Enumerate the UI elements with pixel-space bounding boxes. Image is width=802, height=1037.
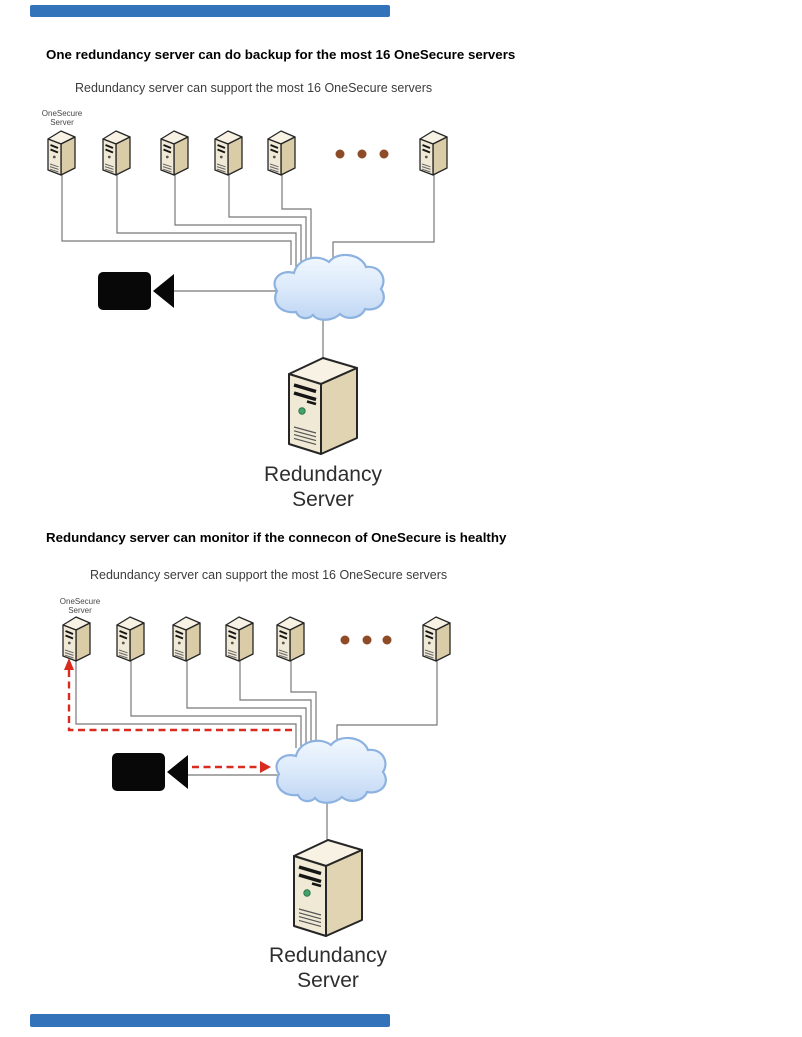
arrowhead-up bbox=[64, 658, 74, 670]
section2-heading: Redundancy server can monitor if the con… bbox=[46, 530, 507, 545]
redundancy-server-icon bbox=[292, 838, 364, 938]
ellipsis-dot bbox=[362, 635, 372, 645]
onesecure-server-icon bbox=[172, 616, 201, 662]
ellipsis-dot bbox=[335, 149, 345, 159]
redundancy-server-icon bbox=[287, 356, 359, 456]
camera-icon bbox=[98, 272, 174, 310]
diagram2-caption: Redundancy server can support the most 1… bbox=[90, 568, 448, 582]
connection-lines bbox=[75, 661, 438, 842]
camera-icon bbox=[112, 753, 188, 791]
diagram-backup-topology: OneSecure Server Redundancy Server bbox=[42, 109, 448, 511]
onesecure-server-icon bbox=[267, 130, 296, 176]
footer-redaction-bar bbox=[30, 1014, 390, 1027]
section1-heading: One redundancy server can do backup for … bbox=[46, 47, 516, 62]
onesecure-server-icon bbox=[422, 616, 451, 662]
onesecure-server-icon bbox=[214, 130, 243, 176]
onesecure-server-icon bbox=[225, 616, 254, 662]
onesecure-group-label-line1: OneSecure bbox=[60, 597, 101, 606]
onesecure-group-label-line2: Server bbox=[68, 606, 92, 615]
onesecure-server-icon bbox=[276, 616, 305, 662]
arrowhead-right bbox=[260, 761, 271, 773]
onesecure-server-icon bbox=[116, 616, 145, 662]
connection-lines bbox=[61, 175, 435, 360]
ellipsis-dot bbox=[357, 149, 367, 159]
redundancy-server-label-line1: Redundancy bbox=[269, 944, 387, 967]
onesecure-server-icon bbox=[62, 616, 91, 662]
redundancy-server-label-line2: Server bbox=[297, 969, 359, 992]
onesecure-group-label-line2: Server bbox=[50, 118, 74, 127]
onesecure-server-icon bbox=[160, 130, 189, 176]
header-redaction-bar bbox=[30, 5, 390, 17]
onesecure-server-icon bbox=[47, 130, 76, 176]
onesecure-server-icon bbox=[102, 130, 131, 176]
monitor-arrow-cloud-to-server bbox=[64, 658, 292, 732]
diagram-monitor-topology: OneSecure Server bbox=[60, 597, 451, 992]
ellipsis-dots bbox=[335, 149, 389, 159]
onesecure-server-icon bbox=[419, 130, 448, 176]
ellipsis-dots bbox=[340, 635, 392, 645]
onesecure-group-label-line1: OneSecure bbox=[42, 109, 83, 118]
monitor-arrow-camera-to-cloud bbox=[192, 761, 271, 773]
ellipsis-dot bbox=[340, 635, 350, 645]
redundancy-server-label-line2: Server bbox=[292, 488, 354, 511]
diagram1-caption: Redundancy server can support the most 1… bbox=[75, 81, 433, 95]
redundancy-server-label-line1: Redundancy bbox=[264, 463, 382, 486]
network-cloud-icon bbox=[275, 736, 387, 804]
ellipsis-dot bbox=[382, 635, 392, 645]
ellipsis-dot bbox=[379, 149, 389, 159]
